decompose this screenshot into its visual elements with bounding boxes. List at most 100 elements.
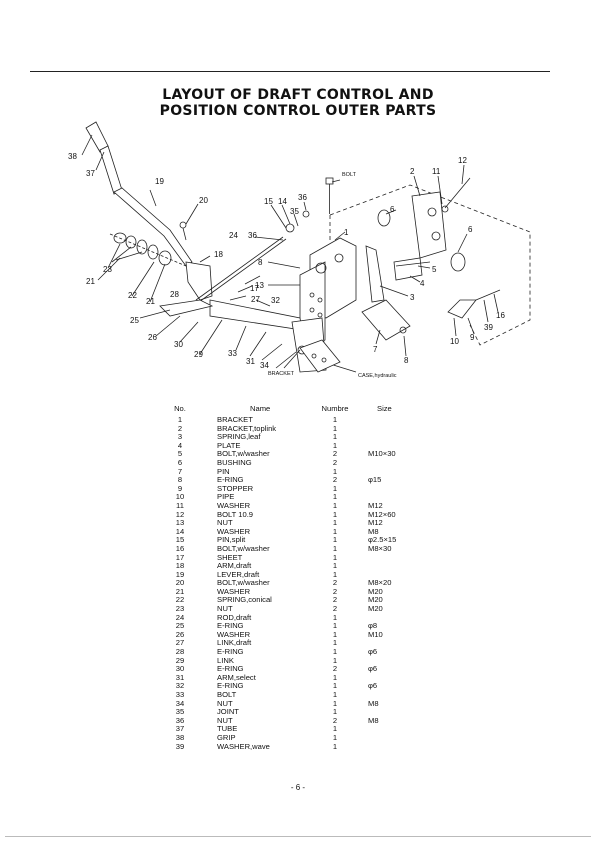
callout-21: 21 [86,277,95,286]
diagram-callouts: 38 37 19 20 24 36 18 23 21 22 21 28 25 2… [68,152,505,379]
part-quantity: 2 [332,457,338,467]
part-size: M12 [368,500,383,510]
callout-8: 8 [258,258,263,267]
callout-25: 25 [130,316,139,325]
part-name: GRIP [217,732,236,742]
callout-4: 4 [420,279,425,288]
part-quantity: 1 [332,741,338,751]
part-quantity: 1 [332,561,338,571]
part-quantity: 1 [332,621,338,631]
case-hydraulic-label: CASE,hydraulic [358,373,397,379]
bushing-shape [377,209,391,227]
part-quantity: 2 [332,586,338,596]
bottom-rule [5,836,591,837]
callout-16: 16 [496,311,505,320]
part-name: SHEET [217,552,243,562]
parts-table-header: No. Name Numbre Size [160,404,420,416]
part-name: PIN,split [217,535,246,545]
callout-34: 34 [260,361,269,370]
part-no: 33 [175,690,185,699]
part-name: BUSHING [217,457,252,467]
callout-10: 10 [450,337,459,346]
callout-17: 17 [250,284,259,293]
part-quantity: 1 [332,526,338,536]
part-name: BOLT,w/washer [217,449,270,459]
part-name: BOLT,w/washer [217,578,270,588]
part-no: 5 [177,449,183,459]
part-size: M10 [368,629,383,639]
part-quantity: 1 [332,612,338,622]
part-size: M8 [368,715,379,725]
part-name: BOLT 10.9 [217,509,254,519]
callout-19: 19 [155,177,164,186]
callout-38: 38 [68,152,77,161]
part-name: BRACKET,toplink [217,423,277,433]
part-quantity: 1 [332,535,338,545]
washer-shape [113,232,127,244]
callout-26: 26 [148,333,157,342]
part-size: M20 [368,595,383,605]
part-no: 10 [175,492,185,502]
part-name: LINK [217,655,234,665]
pin-shape [361,299,411,341]
part-no: 23 [175,604,185,614]
part-no: 32 [175,681,185,691]
part-quantity: 1 [332,440,338,450]
part-no: 1 [177,415,183,424]
callout-27: 27 [251,295,260,304]
part-no: 35 [175,707,185,717]
part-no: 39 [175,741,185,751]
callout-11: 11 [432,167,441,176]
callout-14: 14 [278,197,287,206]
callout-30: 30 [174,340,183,349]
callout-9: 9 [470,333,475,342]
lever-lower-shape [185,261,213,301]
callout-33: 33 [228,349,237,358]
part-no: 27 [175,638,185,648]
part-no: 18 [175,561,185,571]
part-quantity: 1 [332,629,338,639]
part-quantity: 1 [332,415,338,424]
part-quantity: 1 [332,543,338,553]
part-quantity: 1 [332,672,338,682]
bolt-head-shape [179,221,187,229]
part-quantity: 1 [332,518,338,528]
part-name: WASHER [217,586,251,596]
part-quantity: 2 [332,449,338,459]
bolt-label: BOLT [342,172,357,178]
header-size: Size [377,404,392,413]
part-name: PLATE [217,440,241,450]
part-no: 17 [175,552,185,562]
part-size: φ6 [368,664,378,674]
part-size: φ2.5×15 [368,535,397,545]
callout-3: 3 [410,293,415,302]
part-quantity: 1 [332,707,338,717]
part-name: JOINT [217,707,239,717]
part-size: φ6 [368,647,378,657]
draft-rod-shape [195,236,284,301]
part-name: E-RING [217,621,244,631]
callout-6b: 6 [468,225,473,234]
callout-23: 23 [103,265,112,274]
part-size: M20 [368,604,383,614]
part-no: 38 [175,732,185,742]
part-name: E-RING [217,681,244,691]
part-name: NUT [217,518,233,528]
table-row: 35 JOINT 1 [160,708,420,717]
callout-20: 20 [199,196,208,205]
part-size: M12 [368,518,383,528]
